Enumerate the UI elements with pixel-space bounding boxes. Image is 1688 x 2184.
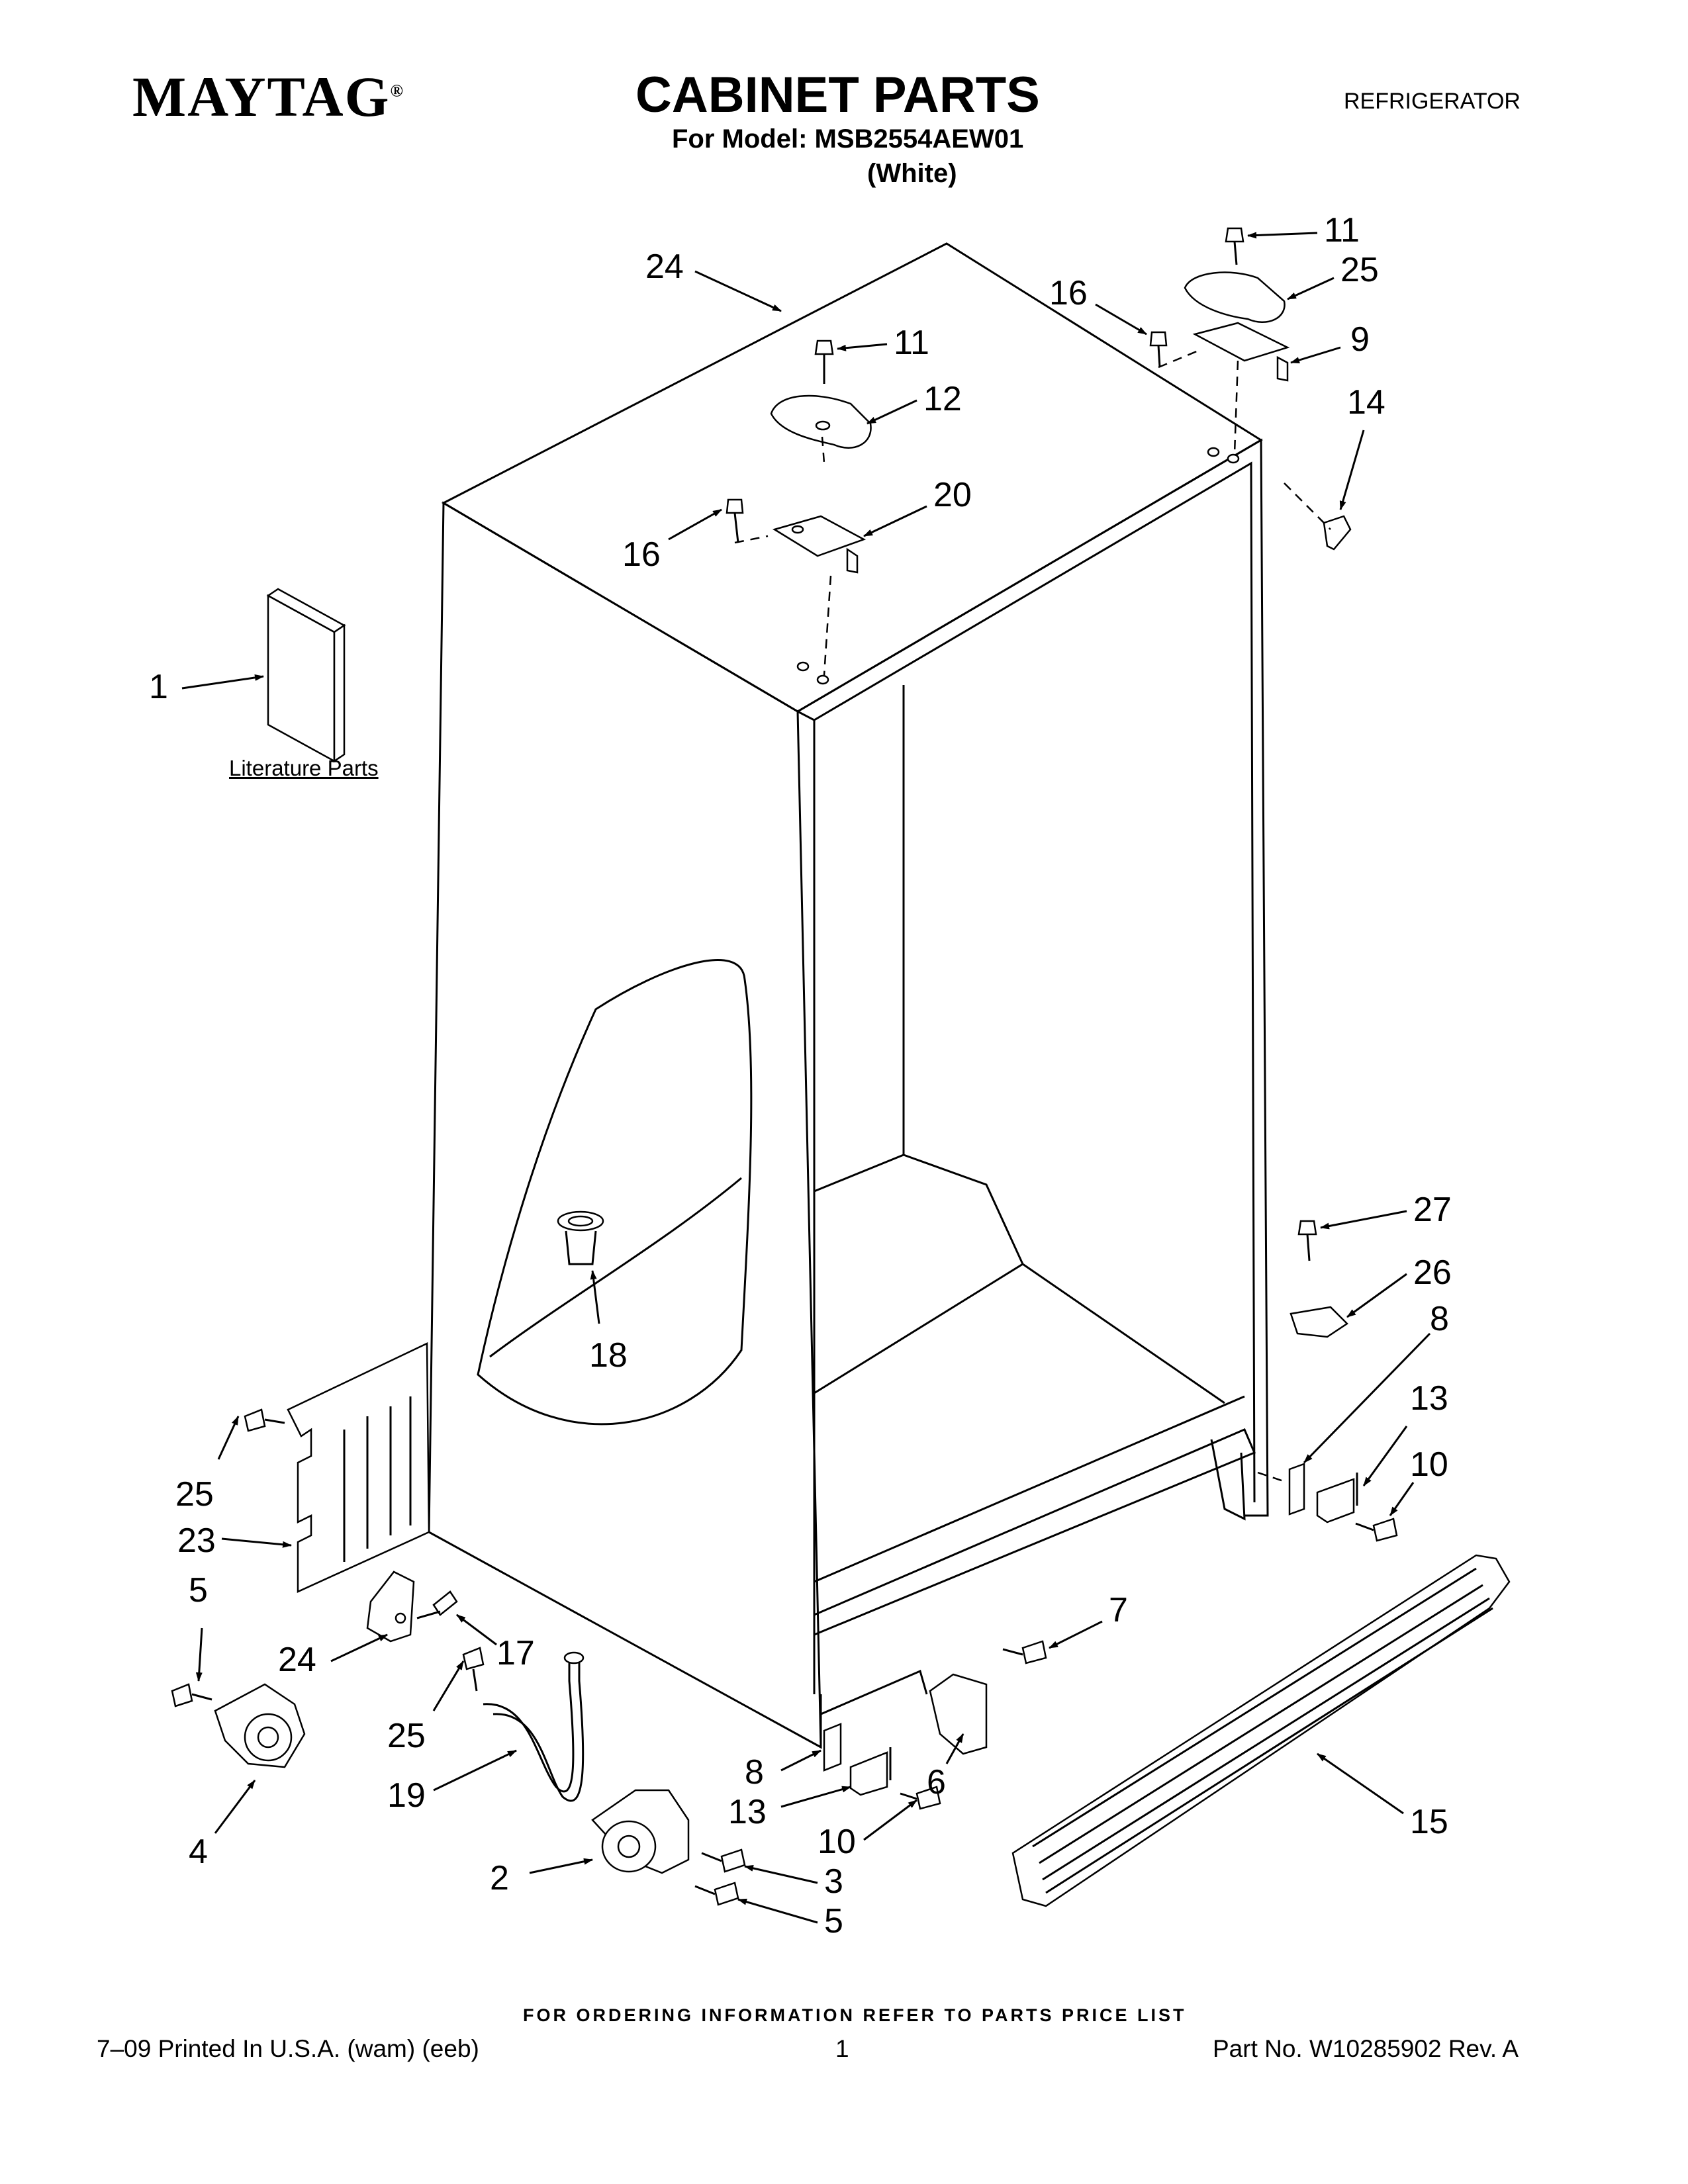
screw-11-top	[814, 340, 834, 384]
callout-5-left: 5	[189, 1571, 208, 1610]
hinge-cover-12	[770, 394, 872, 449]
screw-25-left	[244, 1408, 285, 1432]
callout-13-left: 13	[728, 1793, 767, 1831]
screw-25-lower	[462, 1647, 485, 1692]
screw-3	[701, 1848, 746, 1873]
color-line: (White)	[867, 159, 957, 188]
callout-20: 20	[933, 476, 972, 514]
callout-11-right: 11	[1324, 211, 1360, 250]
callout-18: 18	[589, 1336, 628, 1375]
leader-lines	[181, 232, 1431, 1924]
plate-8-right	[1288, 1463, 1305, 1516]
print-info: 7–09 Printed In U.S.A. (wam) (eeb)	[97, 2035, 479, 2062]
callout-15: 15	[1410, 1803, 1448, 1841]
callout-7: 7	[1109, 1591, 1128, 1629]
screw-16-left	[726, 498, 744, 543]
callout-26: 26	[1413, 1253, 1452, 1292]
callout-14: 14	[1347, 383, 1385, 422]
callout-13-right: 13	[1410, 1379, 1448, 1418]
brand-logo: MAYTAG®	[132, 65, 404, 128]
callout-9: 9	[1350, 320, 1370, 359]
callout-10-left: 10	[818, 1823, 856, 1861]
callout-21: 23	[177, 1522, 216, 1560]
callout-25-lower: 25	[387, 1717, 426, 1755]
callout-1: 1	[149, 668, 168, 706]
toe-grille-15	[1011, 1554, 1511, 1907]
page-title: CABINET PARTS	[635, 67, 1040, 123]
hinge-20	[772, 515, 867, 574]
callout-27: 27	[1413, 1191, 1452, 1229]
bracket-6	[929, 1673, 988, 1755]
screw-17	[416, 1590, 458, 1619]
ordering-note: FOR ORDERING INFORMATION REFER TO PARTS …	[523, 2005, 1187, 2025]
screw-5-left	[171, 1683, 212, 1707]
model-line: For Model: MSB2554AEW01	[672, 124, 1024, 154]
cutaway-view	[477, 959, 753, 1426]
screw-16-right	[1149, 331, 1168, 368]
callout-12: 12	[923, 380, 962, 418]
category-label: REFRIGERATOR	[1344, 89, 1521, 114]
callout-5-lower: 5	[824, 1902, 843, 1940]
plate-8-left	[823, 1723, 842, 1772]
shim-14	[1323, 515, 1352, 551]
screw-11-right	[1225, 227, 1244, 265]
callout-16-left: 16	[622, 535, 661, 574]
callout-10-right: 10	[1410, 1445, 1448, 1484]
literature-book	[266, 588, 346, 763]
hinge-9	[1192, 322, 1290, 382]
callout-17: 17	[496, 1634, 535, 1672]
callout-8-right: 8	[1430, 1300, 1449, 1338]
bracket-13-right	[1316, 1473, 1358, 1524]
cabinet-shell	[428, 242, 1269, 1749]
screw-10-left	[900, 1786, 941, 1810]
callout-23: 25	[1340, 251, 1379, 289]
callout-11-top: 11	[894, 324, 929, 362]
hinge-cover-23	[1184, 271, 1286, 323]
callout-25-left: 25	[175, 1475, 214, 1514]
callout-8-left: 8	[745, 1753, 764, 1792]
literature-parts-label: Literature Parts	[229, 756, 379, 780]
bracket-24	[366, 1570, 415, 1643]
callout-3: 3	[824, 1862, 843, 1901]
screw-27	[1297, 1220, 1317, 1261]
rear-access-cover-21	[287, 1342, 430, 1593]
callout-labels: 1 24 11 12 20 16 11 25 16 9 14 18 27 26 …	[149, 211, 1452, 1940]
screw-7	[1002, 1640, 1047, 1664]
water-tube-19	[483, 1651, 585, 1802]
screw-5-lower	[694, 1882, 739, 1906]
screw-10-right	[1355, 1518, 1398, 1542]
drain-grommet	[557, 1210, 604, 1265]
callout-16-right: 16	[1049, 274, 1088, 312]
callout-19: 19	[387, 1776, 426, 1815]
callout-6: 6	[927, 1763, 946, 1801]
bracket-13-left	[849, 1747, 892, 1796]
callout-2: 2	[490, 1859, 509, 1897]
roller-assembly-2	[591, 1789, 690, 1874]
callout-4: 4	[189, 1833, 208, 1871]
roller-assembly-4	[214, 1683, 306, 1768]
part-number: Part No. W10285902 Rev. A	[1213, 2035, 1519, 2062]
callout-22: 24	[645, 248, 684, 286]
bracket-26	[1289, 1306, 1348, 1338]
page-number: 1	[835, 2035, 849, 2062]
callout-24: 24	[278, 1641, 316, 1679]
